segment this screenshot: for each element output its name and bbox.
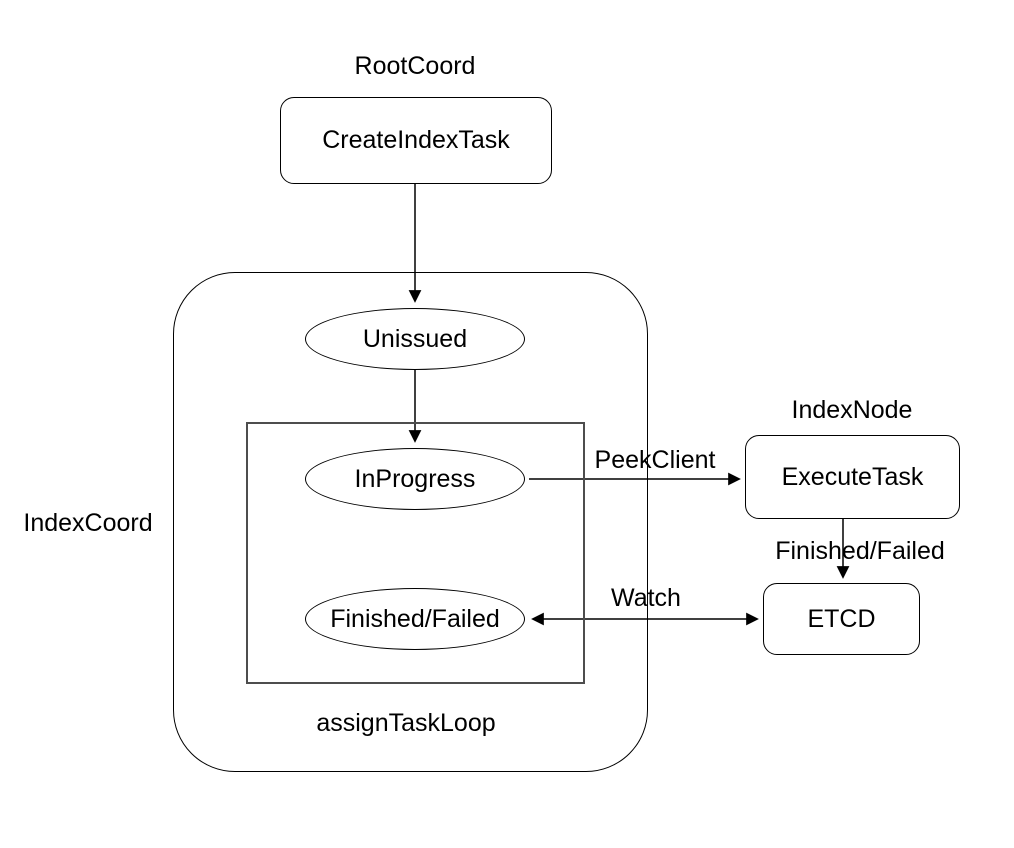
edge-label-watch: Watch <box>611 584 681 612</box>
state-unissued-label: Unissued <box>362 324 468 353</box>
state-unissued: Unissued <box>305 308 525 370</box>
indexcoord-container <box>173 272 648 772</box>
rootcoord-group-label: RootCoord <box>354 52 476 80</box>
node-execute-task: ExecuteTask <box>745 435 960 519</box>
state-finished-failed: Finished/Failed <box>305 588 525 650</box>
assigntaskloop-container <box>246 422 585 684</box>
edge-label-peekclient: PeekClient <box>594 446 716 474</box>
indexnode-group-label: IndexNode <box>791 396 913 424</box>
node-etcd: ETCD <box>763 583 920 655</box>
node-create-index-task: CreateIndexTask <box>280 97 552 184</box>
edge-label-finished-failed: Finished/Failed <box>775 537 945 565</box>
indexcoord-group-label: IndexCoord <box>23 509 153 537</box>
state-finished-failed-label: Finished/Failed <box>330 604 500 633</box>
state-in-progress: InProgress <box>305 448 525 510</box>
node-etcd-label: ETCD <box>807 604 876 633</box>
node-create-index-task-label: CreateIndexTask <box>322 126 510 154</box>
assigntaskloop-label: assignTaskLoop <box>316 709 496 737</box>
node-execute-task-label: ExecuteTask <box>781 462 924 491</box>
state-in-progress-label: InProgress <box>354 464 476 493</box>
